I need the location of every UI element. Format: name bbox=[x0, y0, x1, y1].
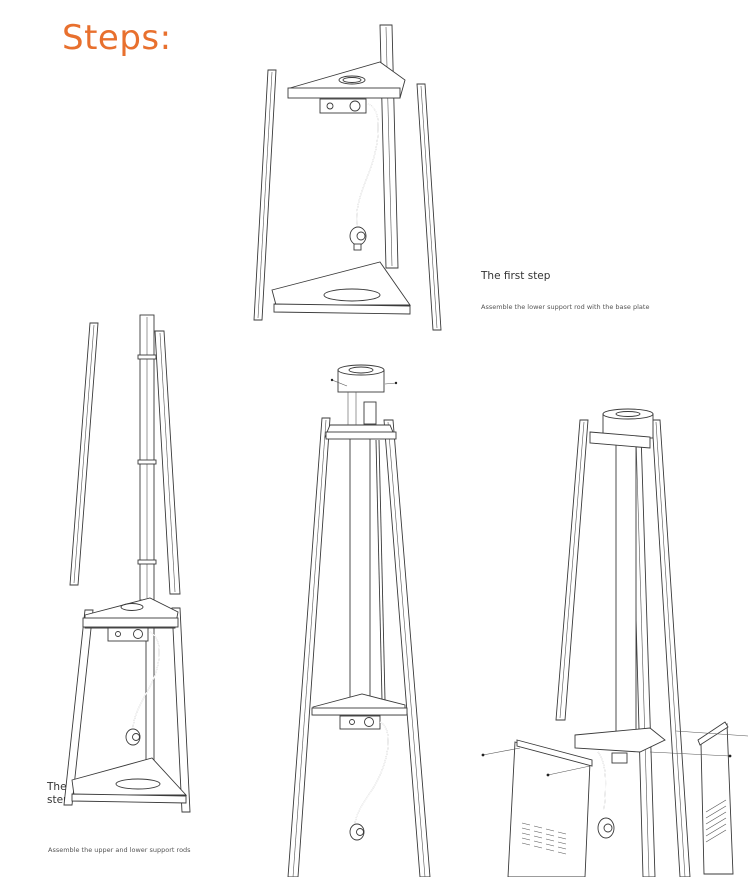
step-2-description: Assemble the upper and lower support rod… bbox=[48, 846, 191, 854]
step-3-illustration bbox=[287, 364, 431, 877]
step-4-illustration bbox=[481, 408, 749, 877]
step-2-illustration bbox=[63, 314, 191, 813]
step-1-description: Assemble the lower support rod with the … bbox=[481, 303, 650, 311]
page-title: Steps: bbox=[62, 18, 172, 58]
step-1-illustration bbox=[253, 24, 442, 331]
step-1-heading: The first step bbox=[481, 270, 551, 282]
